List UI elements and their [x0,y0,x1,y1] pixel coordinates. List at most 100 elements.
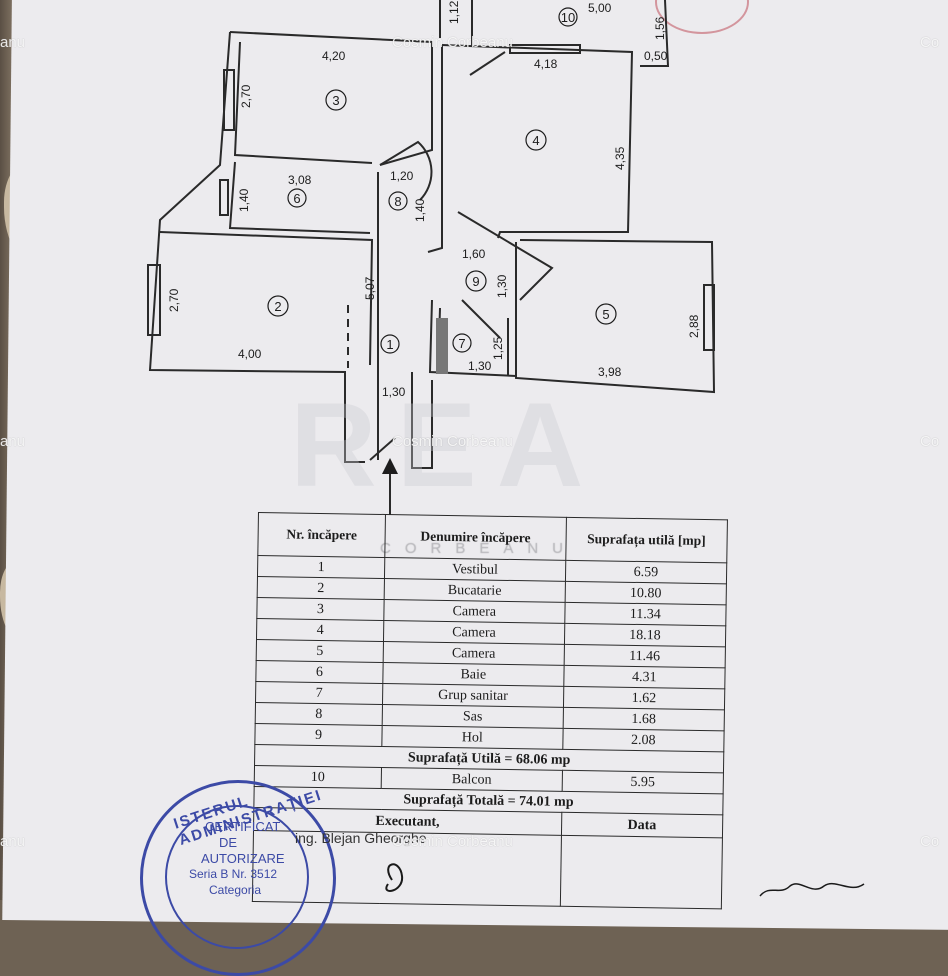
dimension-label: 1,60 [462,247,486,261]
dimension-label: 1,20 [390,169,414,183]
dimension-label: 4,20 [322,49,346,63]
room-name: Camera [383,641,565,666]
dimension-label: 4,00 [238,347,262,361]
wall [228,161,371,234]
room-area: 4.31 [563,665,726,689]
dimension-label: 3,98 [598,365,622,379]
wall [411,372,433,469]
room-area: 10.80 [564,581,727,605]
room-nr: 7 [255,681,383,705]
room-marker [595,303,617,325]
watermark-text: Co [920,433,940,450]
dimension-label: 5,07 [363,276,377,300]
room-marker [287,188,307,208]
wall [229,31,433,166]
dimension-label: 1,12 [447,0,461,24]
watermark-text: Co [920,833,940,850]
room-name: Sas [382,704,564,729]
watermark-text: Co [920,34,940,51]
column-header: Suprafața utilă [mp] [565,517,728,563]
table-header-row: Nr. încăpere Denumire încăpere Suprafața… [257,512,728,563]
watermark-text: Cosmin Corbeanu [392,833,513,850]
room-number: 1 [386,337,393,352]
room-number: 10 [561,10,575,25]
room-number: 4 [532,133,539,148]
room-number: 7 [458,336,465,351]
stamp-line: CERTIFICAT [205,819,281,834]
room-nr: 6 [255,660,384,684]
floor-plan: 3 4 2 5 6 1 7 8 9 10 4,20 2,70 3,08 1,40… [147,0,716,515]
logo-watermark: REA [290,378,604,512]
dimension-label: 5,00 [588,1,612,15]
room-nr: 5 [256,639,384,663]
room-nr: 4 [256,618,384,642]
shaft-hatch [436,318,448,374]
room-nr: 9 [254,723,383,747]
watermark-text: anu [0,433,26,450]
room-name: Baie [382,662,564,687]
dimension-label: 4,18 [534,57,558,71]
room-number: 3 [332,93,339,108]
room-area: 5.95 [561,770,724,794]
window [223,69,235,131]
data-label: Data [561,812,723,838]
room-area: 1.68 [562,707,725,731]
watermark-text: anu [0,833,26,850]
door-swing [379,140,433,201]
room-area: 6.59 [565,560,727,584]
column-header: Denumire încăpere [384,514,567,561]
door-swing [469,51,506,76]
room-marker [465,270,487,292]
entry-arrowhead [382,458,398,474]
room-name: Camera [383,599,565,624]
wall [159,231,374,366]
wall [428,299,517,377]
wall [148,31,365,463]
stamp-line: Categoria [209,883,262,897]
room-number: 6 [293,191,300,206]
room-marker [525,129,547,151]
window [147,264,161,336]
dimension-label: 0,50 [644,49,668,63]
official-stamp: ISTERUL ADMINISTRAȚIEI CERTIFICAT DE AUT… [140,780,336,976]
room-nr: 2 [257,576,385,600]
dimension-label: 3,08 [288,173,312,187]
date-cell [560,835,723,909]
room-marker [388,191,408,211]
dimension-label: 2,88 [687,314,701,338]
room-marker [452,333,472,353]
dimension-label: 1,40 [237,188,251,212]
wall [427,45,443,253]
wall [441,44,634,239]
wall [515,239,716,394]
dimension-label: 1,56 [653,16,667,40]
room-nr: 8 [255,702,383,726]
signer-name: ing. Blejan Gheorghe [295,830,427,846]
dimension-label: 1,30 [495,274,509,298]
window [219,179,229,216]
stamp-line: DE [219,835,238,850]
watermark-text: anu [0,34,26,51]
watermark-text: Cosmin Corbeanu [392,433,513,450]
room-area: 18.18 [564,623,726,647]
door-swing [369,437,396,461]
dimension-label: 1,25 [491,336,505,360]
room-name: Vestibul [384,557,566,582]
window [509,44,581,54]
room-marker [380,334,400,354]
room-name: Camera [383,620,565,645]
room-area: 2.08 [562,728,725,752]
window [703,284,715,351]
watermark-text: Cosmin Corbeanu [392,34,513,51]
stamp-line: Seria B Nr. 3512 [189,867,278,881]
room-name: Balcon [381,767,563,792]
room-name: Hol [381,725,563,750]
room-name: Bucatarie [384,578,566,603]
room-number: 5 [602,307,609,322]
room-number: 9 [472,274,479,289]
room-marker [325,89,347,111]
dimension-label: 2,70 [167,288,181,312]
room-number: 8 [394,194,401,209]
wall [233,41,373,164]
room-number: 2 [274,299,281,314]
